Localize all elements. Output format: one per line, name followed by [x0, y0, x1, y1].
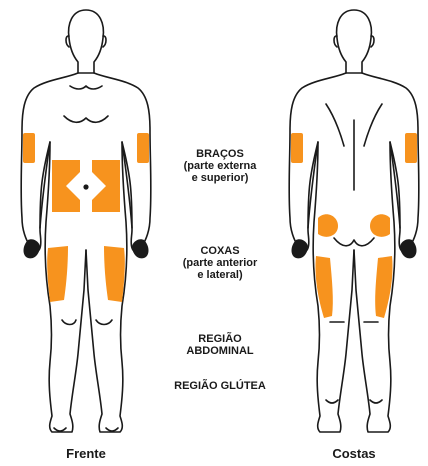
front-abdomen-site-right — [92, 160, 120, 212]
front-clavicles — [70, 86, 102, 89]
front-hand-left — [24, 239, 41, 258]
back-hand-left — [292, 239, 309, 258]
arms-title: BRAÇOS — [175, 148, 265, 160]
arms-subtitle-1: (parte externa — [175, 160, 265, 172]
back-ankle-left — [326, 400, 338, 403]
back-gluteal-site-right — [370, 214, 390, 237]
front-navel — [84, 185, 88, 189]
thighs-subtitle-2: e lateral) — [172, 269, 268, 281]
front-arm-site-left — [23, 133, 35, 163]
front-hand-right — [132, 239, 149, 258]
front-chest-line — [64, 116, 108, 122]
front-thigh-site-right — [104, 246, 125, 302]
front-toes-left — [54, 428, 66, 431]
back-gluteal-site-left — [318, 214, 338, 237]
arms-label: BRAÇOS (parte externa e superior) — [175, 148, 265, 184]
abdomen-line-2: ABDOMINAL — [172, 345, 268, 357]
back-arm-site-right — [405, 133, 417, 163]
front-knee-left — [62, 320, 76, 325]
back-buttocks-line — [334, 238, 374, 246]
front-toes-right — [106, 428, 118, 431]
back-view-caption: Costas — [318, 446, 390, 461]
back-body-figure — [289, 10, 419, 432]
front-head — [69, 10, 104, 73]
back-scapula-right — [364, 104, 382, 146]
back-hand-right — [400, 239, 417, 258]
front-knee-right — [96, 320, 112, 325]
abdomen-line-1: REGIÃO — [172, 333, 268, 345]
thighs-subtitle-1: (parte anterior — [172, 257, 268, 269]
gluteal-text: REGIÃO GLÚTEA — [165, 380, 275, 392]
thighs-title: COXAS — [172, 245, 268, 257]
thighs-label: COXAS (parte anterior e lateral) — [172, 245, 268, 281]
front-thigh-site-left — [47, 246, 68, 302]
front-arm-site-right — [137, 133, 149, 163]
back-scapula-left — [326, 104, 344, 146]
arms-subtitle-2: e superior) — [175, 172, 265, 184]
back-head — [337, 10, 372, 73]
front-highlight-regions — [23, 133, 149, 302]
abdomen-label: REGIÃO ABDOMINAL — [172, 333, 268, 357]
gluteal-label: REGIÃO GLÚTEA — [165, 380, 275, 392]
back-ankle-right — [370, 400, 382, 403]
back-arm-site-left — [291, 133, 303, 163]
front-view-caption: Frente — [50, 446, 122, 461]
front-body-figure — [21, 10, 151, 432]
front-abdomen-site-left — [52, 160, 80, 212]
